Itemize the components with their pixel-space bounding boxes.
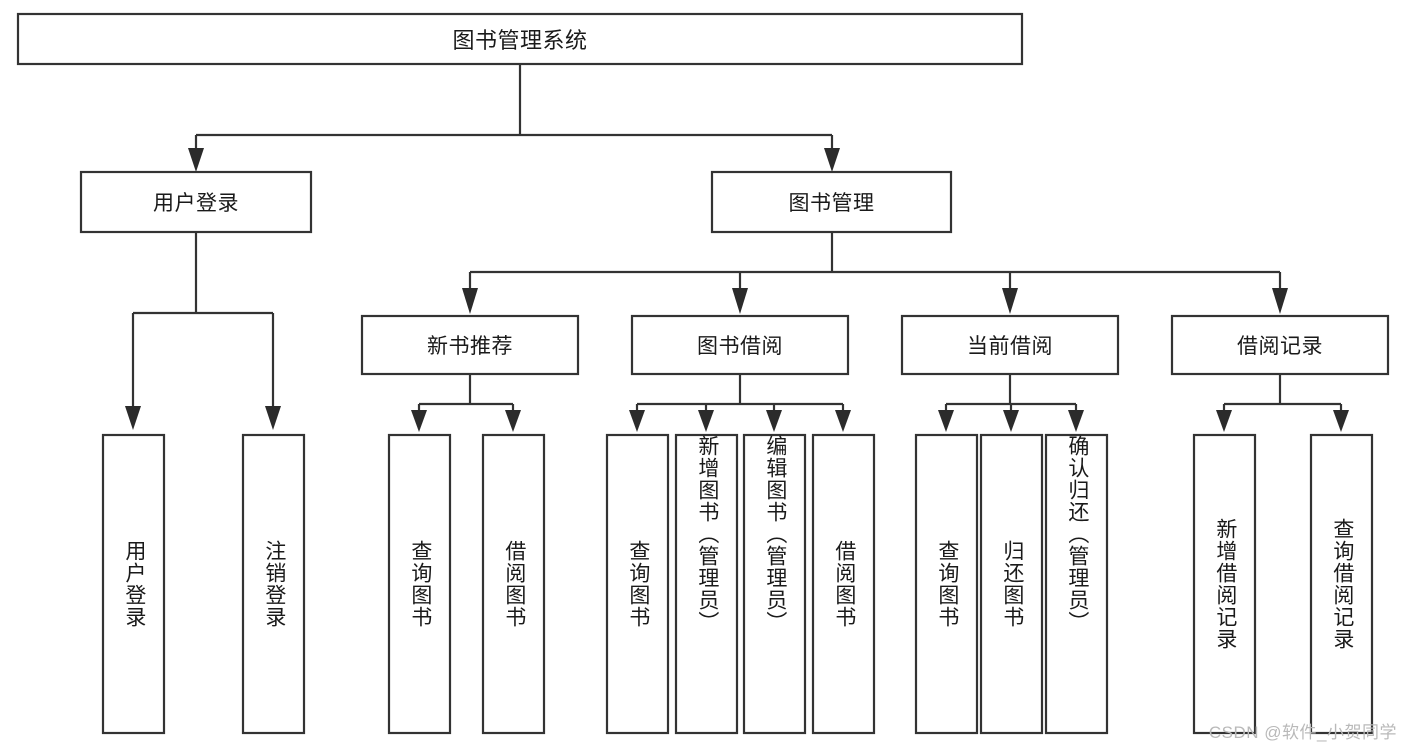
node-box-leaf-borrow-book-2[interactable] (811, 433, 876, 735)
connector-group-root (188, 64, 840, 172)
node-box-leaf-add-record[interactable] (1192, 433, 1257, 735)
node-box-leaf-edit-book[interactable] (742, 433, 807, 735)
arrow-head-leaf-query-record (1333, 410, 1349, 432)
arrow-head-leaf-edit-book (766, 410, 782, 432)
node-box-leaf-query-book-1[interactable] (387, 433, 452, 735)
arrow-head-leaf-query-book-2 (629, 410, 645, 432)
arrow-head-leaf-borrow-book-2 (835, 410, 851, 432)
node-box-leaf-query-book-2[interactable] (605, 433, 670, 735)
connector-group-user-login (125, 232, 281, 430)
arrow-head-leaf-confirm-return (1068, 410, 1084, 432)
arrow-head-book-manage (824, 148, 840, 172)
connector-group-borrow-record (1216, 374, 1349, 432)
arrow-head-borrow-record (1272, 288, 1288, 314)
node-box-borrow-record[interactable] (1170, 314, 1390, 376)
node-box-root[interactable] (16, 12, 1024, 66)
connector-group-book-borrow (629, 374, 851, 432)
arrow-head-leaf-logout-login (265, 406, 281, 430)
arrow-head-leaf-return-book (1003, 410, 1019, 432)
node-box-book-borrow[interactable] (630, 314, 850, 376)
arrow-head-leaf-add-record (1216, 410, 1232, 432)
connector-group-new-book-recommend (411, 374, 521, 432)
arrow-head-leaf-add-book (698, 410, 714, 432)
arrow-head-leaf-borrow-book-1 (505, 410, 521, 432)
node-box-leaf-confirm-return[interactable] (1044, 433, 1109, 735)
node-box-leaf-return-book[interactable] (979, 433, 1044, 735)
node-box-leaf-query-record[interactable] (1309, 433, 1374, 735)
arrow-head-new-book-recommend (462, 288, 478, 314)
node-box-leaf-query-book-3[interactable] (914, 433, 979, 735)
arrow-head-user-login (188, 148, 204, 172)
node-box-current-borrow[interactable] (900, 314, 1120, 376)
node-box-user-login[interactable] (79, 170, 313, 234)
node-box-leaf-add-book[interactable] (674, 433, 739, 735)
arrow-head-leaf-user-login (125, 406, 141, 430)
arrow-head-book-borrow (732, 288, 748, 314)
arrow-head-current-borrow (1002, 288, 1018, 314)
node-box-leaf-logout-login[interactable] (241, 433, 306, 735)
watermark-text: CSDN @软件_小贺同学 (1208, 723, 1397, 742)
arrow-head-leaf-query-book-3 (938, 410, 954, 432)
connector-group-current-borrow (938, 374, 1084, 432)
node-box-book-manage[interactable] (710, 170, 953, 234)
node-box-leaf-user-login[interactable] (101, 433, 166, 735)
node-box-leaf-borrow-book-1[interactable] (481, 433, 546, 735)
arrow-head-leaf-query-book-1 (411, 410, 427, 432)
node-box-new-book-recommend[interactable] (360, 314, 580, 376)
connector-group-book-manage (462, 232, 1288, 314)
